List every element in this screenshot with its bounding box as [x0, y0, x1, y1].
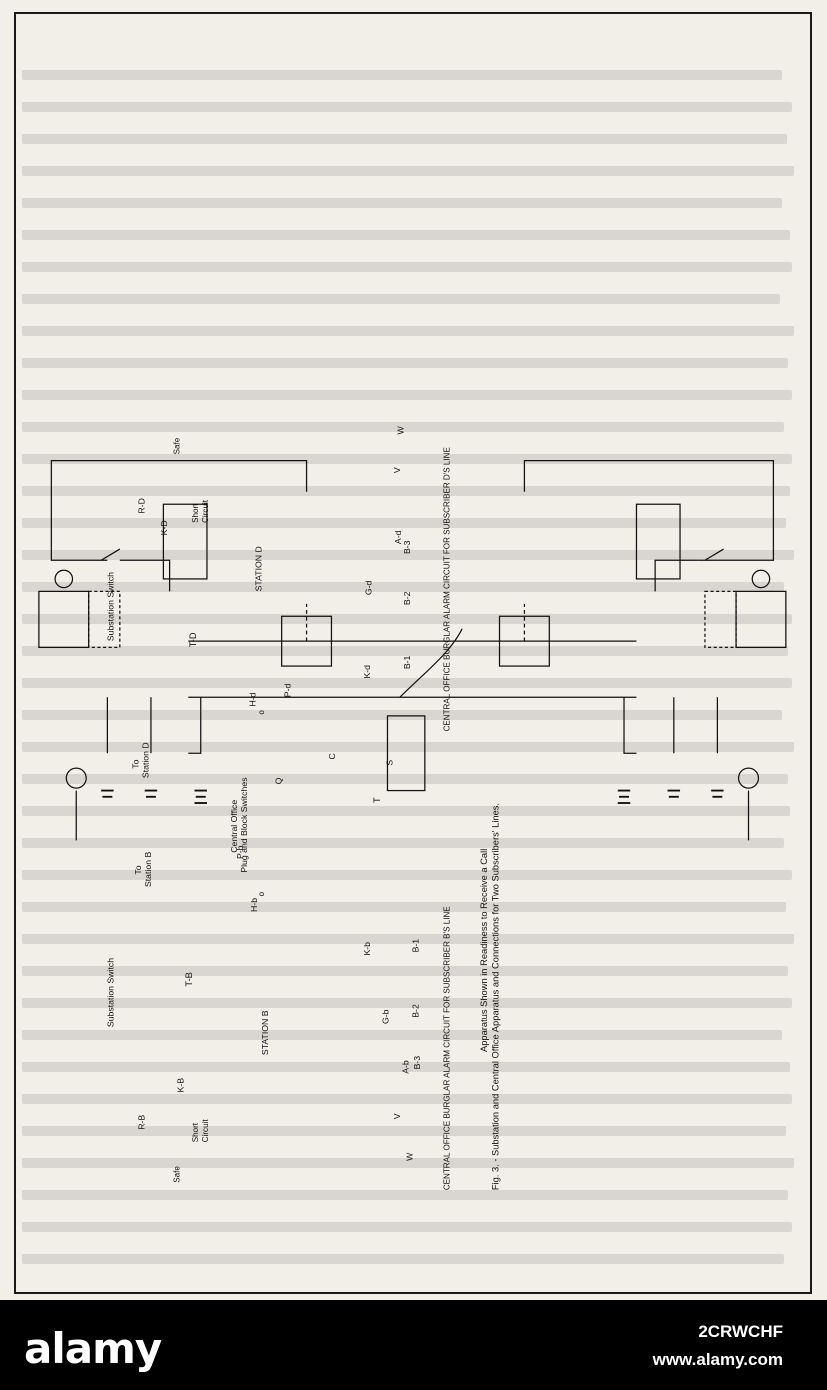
short-circuit-b-label-1: Short — [191, 1122, 200, 1142]
battery-b1-b — [194, 789, 207, 804]
line-b-switch — [50, 547, 108, 561]
substation-switch-d — [704, 548, 724, 561]
k-d-station-label: K-D — [159, 520, 169, 535]
station-b-label: STATION B — [260, 1010, 270, 1055]
box-t-d — [635, 503, 681, 580]
to-station-d-to: To — [130, 759, 140, 768]
line-k-d — [623, 697, 637, 754]
safe-b-box — [38, 590, 90, 649]
switch-h-d — [498, 615, 550, 667]
short-circuit-b-label-2: Circuit — [201, 1119, 210, 1143]
short-circuit-d-box — [704, 590, 737, 649]
a-b-label: A-b — [401, 1060, 411, 1074]
line-b-tb — [119, 559, 171, 592]
figure-border — [14, 12, 812, 1294]
t-central-label: T — [372, 797, 382, 803]
t-b-label: T-B — [184, 972, 194, 987]
b2-b-label: B-2 — [411, 1004, 421, 1018]
cord-c — [399, 628, 463, 698]
bell-r-d — [751, 569, 771, 589]
site-url: www.alamy.com — [652, 1350, 783, 1369]
safe-d-label: Safe — [173, 437, 182, 454]
box-t-b — [162, 503, 208, 580]
meter-v-d — [737, 767, 760, 789]
substation-switch-d-label: Substation Switch — [106, 572, 116, 641]
line-d-td — [654, 559, 699, 592]
line-k-b — [188, 697, 202, 754]
safe-d-box — [735, 590, 787, 649]
circuit-b-title: CENTRAL OFFICE BURGLAR ALARM CIRCUIT FOR… — [443, 906, 452, 1190]
battery-b3-b — [101, 789, 114, 798]
a-d-label: A-d — [393, 530, 403, 544]
b3-b-label: B-3 — [412, 1056, 422, 1070]
o-d-label: o — [257, 710, 266, 715]
circuit-diagram: Fig. 3. - Substation and Central Office … — [38, 426, 787, 1190]
circuit-d-title: CENTRAL OFFICE BURGLAR ALARM CIRCUIT FOR… — [443, 446, 452, 731]
s-label: S — [384, 760, 394, 766]
battery-b1-d — [617, 789, 631, 804]
h-b-label: H-b — [249, 898, 259, 912]
short-circuit-b-box — [88, 590, 121, 649]
k-b-label: K-b — [362, 942, 372, 956]
short-circuit-d-label-1: Short — [191, 503, 200, 523]
c-label: C — [327, 753, 337, 759]
substation-switch-b-label: Substation Switch — [106, 958, 116, 1027]
w-d-label: W — [396, 426, 406, 435]
bell-r-b — [54, 569, 74, 589]
line-d-switch — [698, 547, 775, 561]
line-to-station-d — [523, 460, 775, 548]
line-to-station-b — [50, 460, 308, 548]
to-station-b-label: Station B — [143, 852, 153, 888]
caption-line-2: Apparatus Shown in Readiness to Receive … — [479, 849, 489, 1052]
o-b-label: o — [257, 891, 266, 896]
k-d-label: K-d — [362, 665, 372, 679]
switch-h-b — [281, 615, 333, 667]
plug-switches-label-2: Plug and Block Switches — [239, 777, 249, 873]
station-d-label: STATION D — [254, 546, 264, 591]
alamy-logo: alamy — [24, 1324, 162, 1373]
v-d-label: V — [392, 467, 402, 473]
b1-d-label: B-1 — [402, 655, 412, 669]
t-d-label: T-D — [188, 632, 198, 647]
g-d-label: G-d — [363, 580, 373, 595]
b1-b-label: B-1 — [411, 939, 421, 953]
to-station-d-label: Station D — [140, 742, 150, 778]
r-d-label: R-D — [137, 498, 147, 513]
substation-switch-b — [100, 548, 121, 561]
w-b-label: W — [404, 1152, 414, 1161]
stock-watermark-bar: alamy 2CRWCHF www.alamy.com — [0, 1300, 827, 1390]
safe-b-label: Safe — [173, 1166, 182, 1183]
h-d-label: H-d — [248, 692, 258, 706]
v-b-label: V — [392, 1113, 402, 1119]
g-b-label: G-b — [381, 1009, 391, 1024]
battery-b3-d — [711, 789, 724, 798]
p-b-label: P-b — [235, 845, 245, 859]
battery-b2-b — [144, 789, 158, 798]
caption-line-1: Fig. 3. - Substation and Central Office … — [490, 803, 500, 1190]
b2-d-label: B-2 — [402, 591, 412, 605]
b3-d-label: B-3 — [402, 540, 412, 554]
book-page: Fig. 3. - Substation and Central Office … — [14, 12, 812, 1294]
k-b-station-label: K-B — [175, 1078, 185, 1093]
to-station-b-to: To — [133, 865, 143, 874]
p-d-label: P-d — [282, 683, 292, 697]
meter-v-b — [65, 767, 87, 789]
short-circuit-d-label-2: Circuit — [201, 499, 210, 523]
image-id: 2CRWCHF — [698, 1322, 783, 1341]
battery-b2-d — [667, 789, 681, 798]
box-t-central — [386, 715, 426, 792]
r-b-label: R-B — [137, 1115, 147, 1130]
plug-switches-label-1: Central Office — [229, 800, 239, 853]
q-label: Q — [274, 777, 284, 784]
